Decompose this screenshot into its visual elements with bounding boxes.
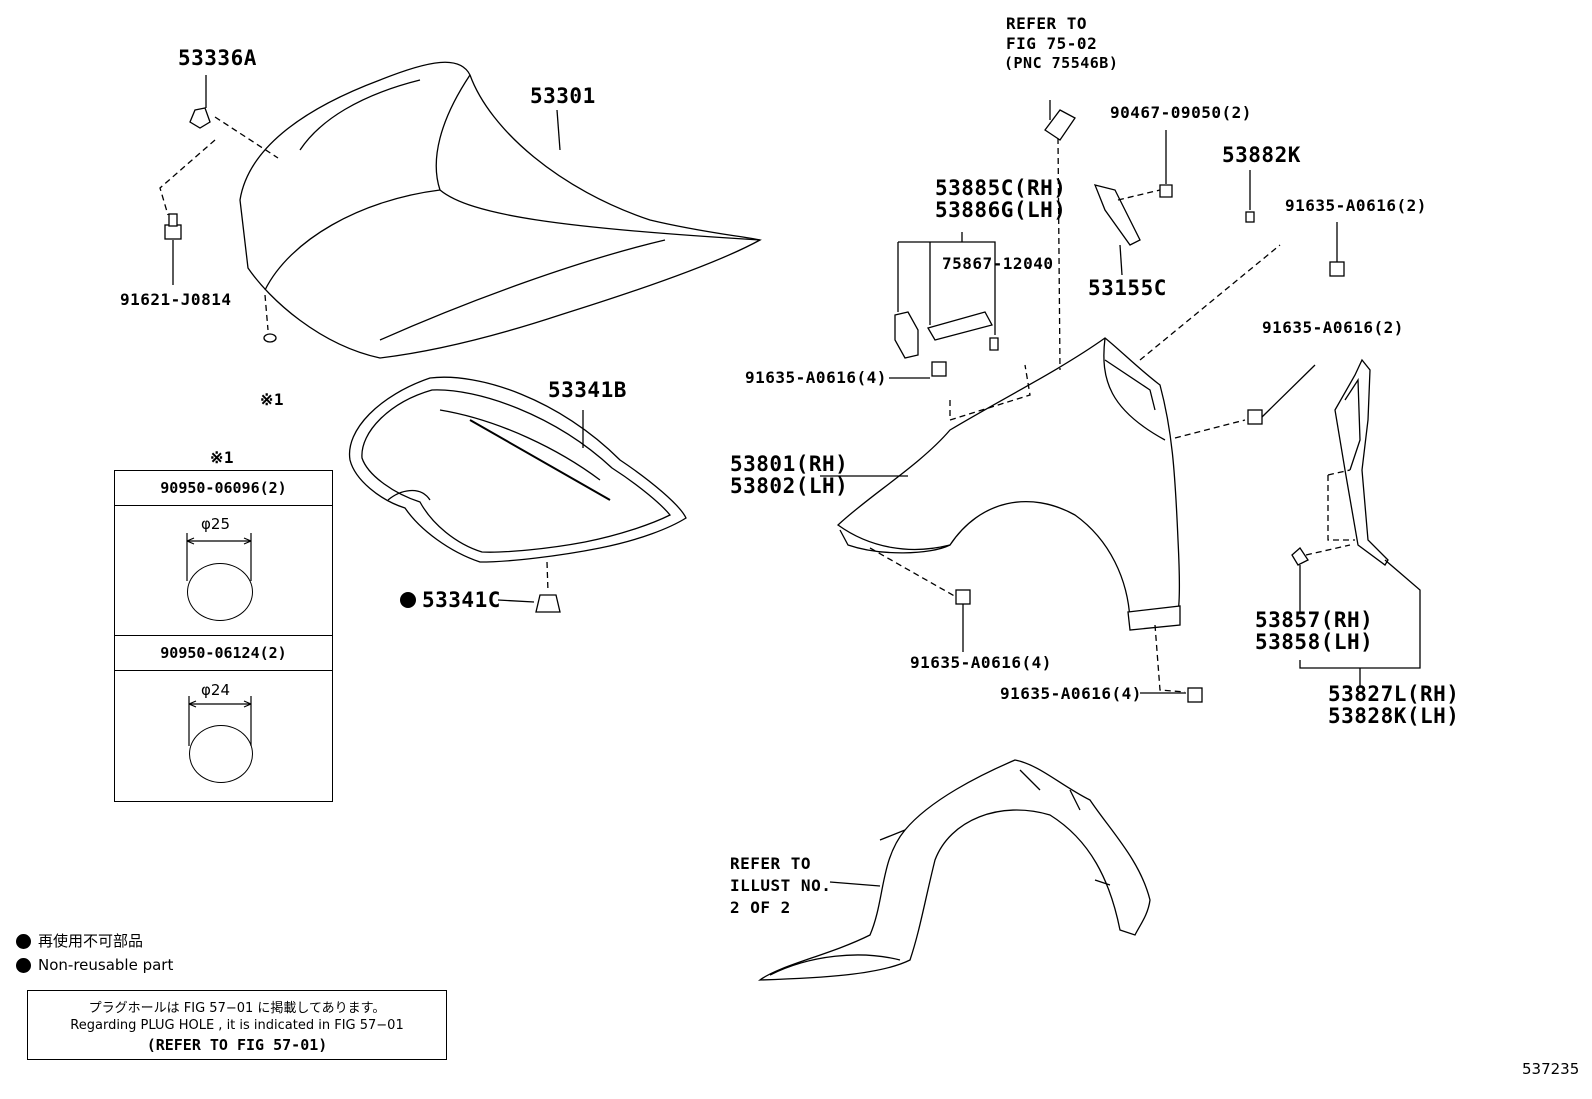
label-53886g: 53886G(LH) <box>935 198 1067 222</box>
fender-liner-drawing <box>757 759 1151 981</box>
label-refer-illust-3: 2 OF 2 <box>730 898 791 917</box>
label-91635-e: 91635-A0616(4) <box>1000 684 1142 703</box>
legend-dot-en <box>16 958 31 973</box>
legend-en: Non-reusable part <box>38 956 174 974</box>
hood-clip-53336a <box>159 75 279 216</box>
clip-53341c <box>497 561 561 613</box>
label-53828k: 53828K(LH) <box>1328 704 1460 728</box>
non-reusable-dot <box>400 592 416 608</box>
label-53336a: 53336A <box>178 46 257 70</box>
label-53341c: 53341C <box>422 588 501 612</box>
label-refer-fig-3: (PNC 75546B) <box>1004 54 1119 72</box>
sub-box-dimensions <box>186 533 252 746</box>
label-53802: 53802(LH) <box>730 474 849 498</box>
plug-circle-25 <box>187 563 253 621</box>
illustration-id: 537235 <box>1522 1060 1580 1078</box>
label-refer-fig-2: FIG 75-02 <box>1006 34 1098 53</box>
sub-box-item1-part: 90950-06096(2) <box>115 471 332 506</box>
label-53882k: 53882K <box>1222 143 1301 167</box>
label-refer-illust-2: ILLUST NO. <box>730 876 832 895</box>
plug-hole-note-box: プラグホールは FIG 57−01 に掲載してあります。 Regarding P… <box>27 990 447 1060</box>
seal-53155c <box>1093 130 1173 276</box>
plug-sub-box: 90950-06096(2) φ25 90950-06124(2) φ24 <box>114 470 333 802</box>
label-91635-d: 91635-A0616(4) <box>910 653 1052 672</box>
label-91635-a: 91635-A0616(2) <box>1285 196 1427 215</box>
legend-jp: 再使用不可部品 <box>38 932 144 950</box>
leader-53301 <box>556 109 561 151</box>
sub-box-item2-part: 90950-06124(2) <box>115 635 332 671</box>
fender-drawing <box>836 337 1181 631</box>
bolt-91621 <box>164 213 182 285</box>
fender-bracket <box>894 232 1031 421</box>
label-53301: 53301 <box>530 84 596 108</box>
label-90467: 90467-09050(2) <box>1110 103 1252 122</box>
note-line-ref: (REFER TO FIG 57-01) <box>146 1036 328 1054</box>
label-91635-c: 91635-A0616(4) <box>745 368 887 387</box>
note-line-jp: プラグホールは FIG 57−01 に掲載してあります。 <box>88 1001 386 1016</box>
hood-insulator-53341b <box>348 376 687 563</box>
label-53827l: 53827L(RH) <box>1328 682 1460 706</box>
label-91635-b: 91635-A0616(2) <box>1262 318 1404 337</box>
clip-53882k <box>1245 211 1255 223</box>
label-53858: 53858(LH) <box>1255 630 1374 654</box>
legend-dot-jp <box>16 934 31 949</box>
hood-drawing <box>239 61 762 359</box>
label-53341b: 53341B <box>548 378 627 402</box>
label-91621: 91621-J0814 <box>120 290 232 309</box>
sub-box-title: ※1 <box>210 448 235 467</box>
label-53155c: 53155C <box>1088 276 1167 300</box>
sub-box-item1-dia: φ25 <box>201 515 230 533</box>
label-53801: 53801(RH) <box>730 452 849 476</box>
label-refer-illust-1: REFER TO <box>730 854 812 873</box>
fender-liner-bracket <box>1291 358 1421 686</box>
label-53857: 53857(RH) <box>1255 608 1374 632</box>
plug-circle-24 <box>189 725 253 783</box>
sub-box-item2-dia: φ24 <box>201 681 230 699</box>
label-75867: 75867-12040 <box>942 254 1054 273</box>
label-53885c: 53885C(RH) <box>935 176 1067 200</box>
note-line-en: Regarding PLUG HOLE , it is indicated in… <box>70 1018 404 1033</box>
label-ref1: ※1 <box>260 390 285 409</box>
fender-bolts <box>889 222 1345 703</box>
plug-hole <box>263 333 277 343</box>
label-refer-fig-1: REFER TO <box>1006 14 1088 33</box>
